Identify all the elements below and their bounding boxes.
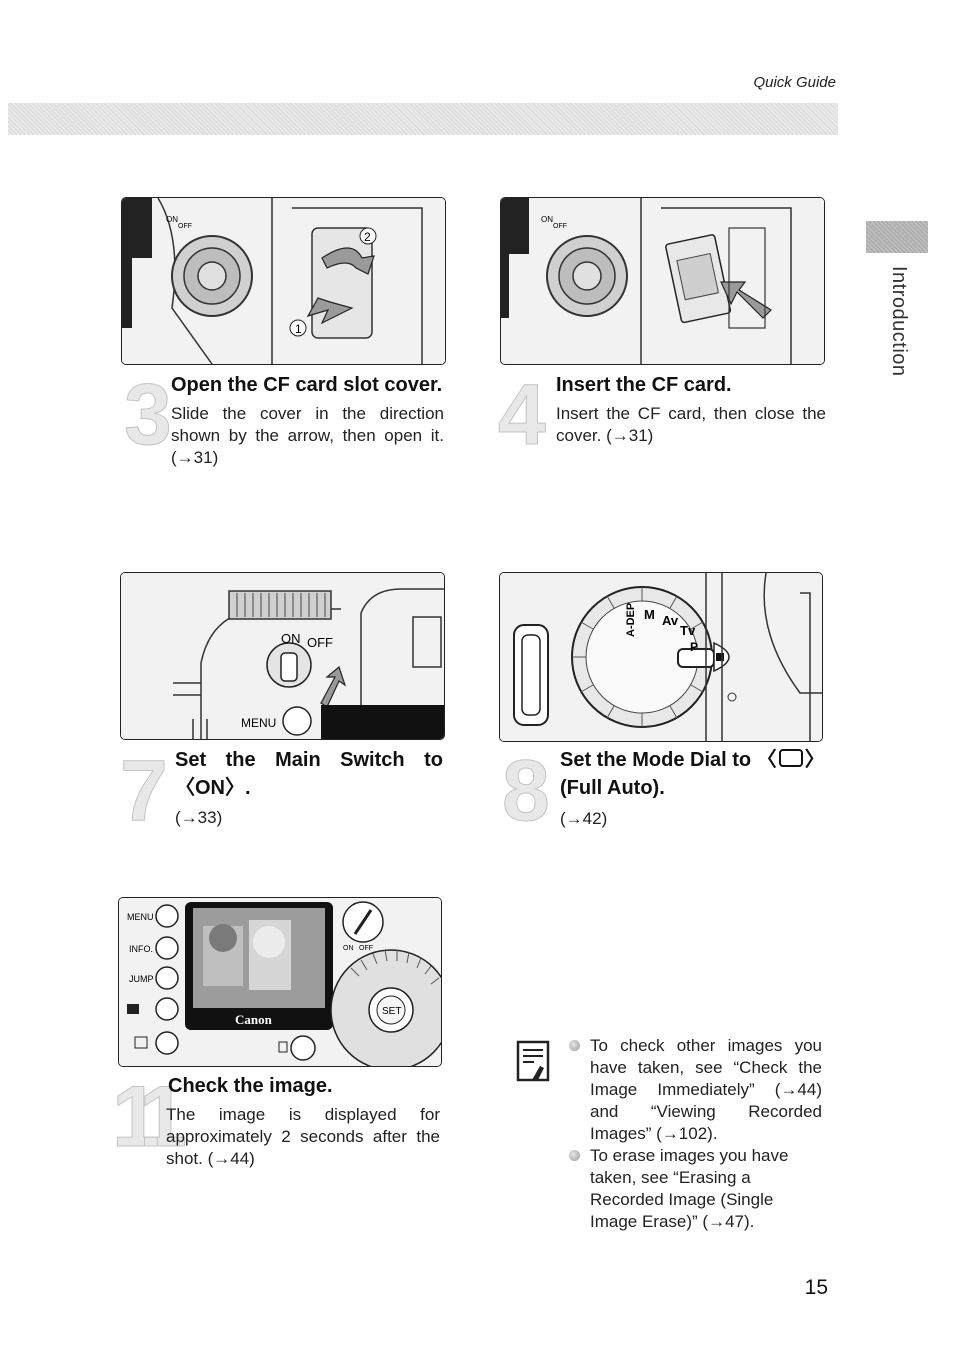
memo-note-icon: [516, 1040, 550, 1082]
step-8-body: (→42): [560, 809, 608, 828]
step-4-title: Insert the CF card.: [556, 374, 732, 396]
callout-2: 2: [364, 230, 371, 244]
info-button-label: INFO.: [129, 944, 153, 954]
memo-line: have taken, see “Check the: [590, 1058, 822, 1077]
switch-on-label: ON: [281, 631, 301, 646]
dial-off-label: OFF: [178, 223, 192, 230]
step-4-body-line: Insert the CF card, then close the: [556, 404, 826, 423]
step-8-title: Set the Mode Dial to 〈 〉 (Full Auto).: [560, 746, 830, 802]
switch-on-label: ON: [343, 945, 354, 952]
memo-line: To erase images you have: [590, 1146, 789, 1165]
memo-line: taken, see “Erasing a: [590, 1168, 751, 1187]
step-4-body-line: cover. (→31): [556, 426, 654, 445]
section-label: Quick Guide: [753, 74, 836, 91]
mode-dial-illustration: A-DEP M Av Tv P: [499, 572, 823, 742]
switch-off-label: OFF: [307, 635, 333, 650]
memo-notes: To check other images you have taken, se…: [566, 1035, 822, 1233]
step-11-body-line: approximately 2 seconds after the: [166, 1127, 440, 1146]
dial-on-label: ON: [166, 215, 178, 224]
main-switch-illustration: ON OFF MENU: [120, 572, 445, 740]
cf-card-insert-drawing: ON OFF: [501, 198, 824, 364]
step-number-11: 11: [112, 1069, 188, 1165]
step-number-7: 7: [120, 743, 169, 839]
memo-line: Image Erase)” (→47).: [590, 1212, 755, 1231]
memo-line: Image Immediately” (→44): [590, 1080, 822, 1099]
section-tab-label: Introduction: [888, 266, 910, 377]
step-7-title: Set the Main Switch to 〈ON〉.: [175, 746, 443, 802]
memo-item: To check other images you have taken, se…: [566, 1035, 822, 1145]
step-8-title-prefix: Set the Mode Dial to 〈: [560, 749, 777, 771]
memo-line: Images” (→102).: [590, 1124, 718, 1143]
step-3-body-line: shown by the arrow, then open it.: [171, 426, 444, 445]
mode-av-label: Av: [662, 613, 679, 628]
step-7-body: (→33): [175, 808, 223, 827]
step-11-title: Check the image.: [168, 1075, 333, 1097]
cf-slot-cover-illustration: 2 1 ON OFF: [121, 197, 446, 365]
bullet-icon: [569, 1150, 580, 1161]
full-auto-mode-icon: [778, 749, 803, 767]
step-3-body-line: (→31): [171, 448, 219, 467]
header-band: [8, 103, 838, 135]
menu-button-label: MENU: [127, 912, 154, 922]
switch-off-label: OFF: [359, 945, 373, 952]
mode-p-label: P: [690, 640, 698, 654]
set-button-label: SET: [382, 1006, 401, 1017]
bullet-icon: [569, 1040, 580, 1051]
step-11-body-line: shot. (→44): [166, 1149, 255, 1168]
jump-button-label: JUMP: [129, 974, 154, 984]
mode-dial-drawing: A-DEP M Av Tv P: [500, 573, 822, 741]
lcd-review-illustration: MENU INFO. JUMP Canon ON OFF SET: [118, 897, 442, 1067]
step-number-8: 8: [502, 743, 551, 839]
step-number-3: 3: [124, 367, 173, 463]
step-3-body-line: Slide the cover in the direction: [171, 404, 444, 423]
step-8-title-line2: (Full Auto).: [560, 777, 665, 799]
lcd-review-drawing: MENU INFO. JUMP Canon ON OFF SET: [119, 898, 441, 1066]
step-11-body-line: The image is displayed for: [166, 1105, 440, 1124]
main-switch-drawing: ON OFF MENU: [121, 573, 444, 739]
step-11-body: The image is displayed for approximately…: [166, 1104, 440, 1170]
step-8-title-suffix: 〉: [804, 749, 825, 771]
dial-off-label: OFF: [553, 223, 567, 230]
step-3-body: Slide the cover in the direction shown b…: [171, 403, 444, 469]
step-7-title-line: Set the Main Switch to: [175, 749, 443, 771]
dial-on-label: ON: [541, 215, 553, 224]
memo-line: and “Viewing Recorded: [590, 1102, 822, 1121]
memo-line: Recorded Image (Single: [590, 1190, 774, 1209]
memo-item: To erase images you have taken, see “Era…: [566, 1145, 822, 1233]
menu-button-label: MENU: [241, 716, 276, 730]
cf-slot-cover-drawing: 2 1 ON OFF: [122, 198, 445, 364]
step-number-4: 4: [498, 367, 547, 463]
callout-1: 1: [295, 322, 302, 336]
mode-tv-label: Tv: [680, 623, 696, 638]
canon-brand-label: Canon: [235, 1012, 273, 1027]
page-number: 15: [804, 1276, 828, 1299]
mode-a-dep-label: A-DEP: [625, 603, 637, 637]
step-3-title: Open the CF card slot cover.: [171, 374, 443, 396]
mode-m-label: M: [644, 607, 655, 622]
memo-line: To check other images you: [590, 1036, 822, 1055]
step-7-title-line: 〈ON〉.: [175, 777, 251, 799]
section-tab-marker: [866, 221, 928, 253]
step-4-body: Insert the CF card, then close the cover…: [556, 403, 826, 447]
cf-card-insert-illustration: ON OFF: [500, 197, 825, 365]
